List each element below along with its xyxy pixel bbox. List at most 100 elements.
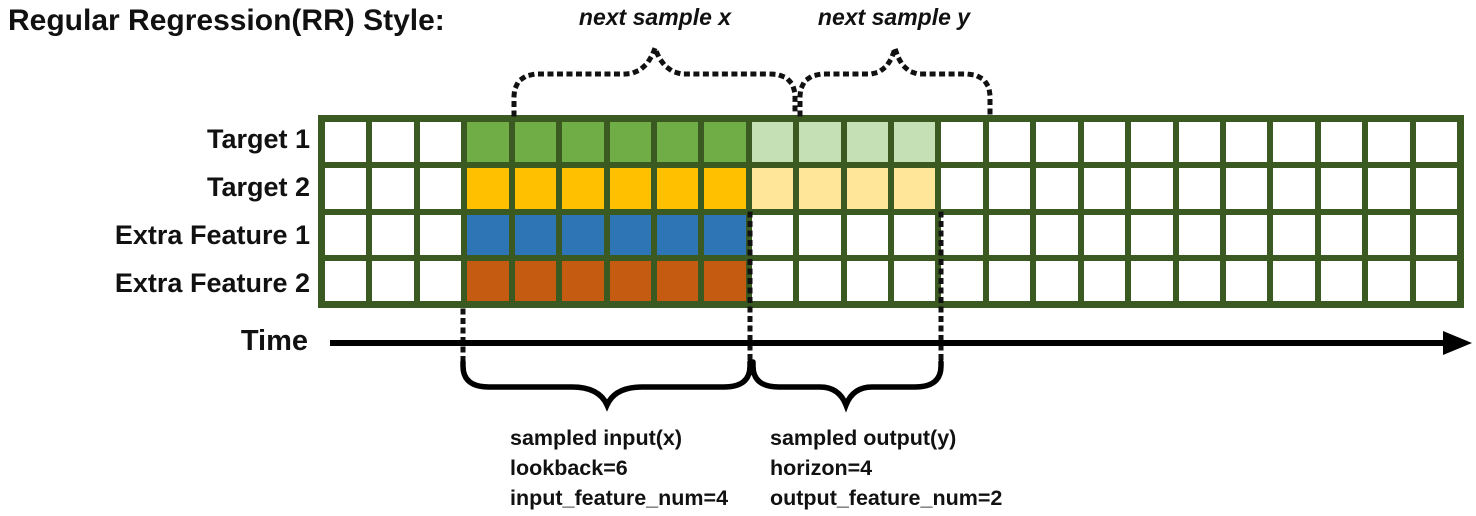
grid-cell <box>467 168 509 209</box>
grid-cell <box>1083 214 1126 255</box>
sampled-output-title: sampled output(y) <box>770 426 957 450</box>
input-feature-num-value: input_feature_num=4 <box>510 486 729 510</box>
grid-cell <box>1320 260 1363 301</box>
grid-cell <box>799 122 841 163</box>
grid-cell <box>1036 260 1078 301</box>
grid-cell <box>562 214 604 255</box>
grid-cell <box>467 214 509 255</box>
horizon-value: horizon=4 <box>770 456 873 480</box>
grid-cell <box>1415 122 1457 163</box>
sampled-output-brace <box>750 359 944 413</box>
grid-cell <box>894 122 936 163</box>
grid-cell <box>325 122 367 163</box>
row-labels: Target 1 Target 2 Extra Feature 1 Extra … <box>0 115 310 308</box>
grid-cell <box>372 260 414 301</box>
sampled-output-annotation: sampled output(y) horizon=4 output_featu… <box>770 423 1002 513</box>
grid-cell <box>325 260 367 301</box>
grid-cell <box>1368 214 1410 255</box>
grid-cell <box>988 214 1031 255</box>
grid-cell <box>419 122 462 163</box>
row-label-extra-feature-2: Extra Feature 2 <box>114 268 310 299</box>
grid-cell <box>1225 214 1268 255</box>
grid-cell <box>514 214 557 255</box>
grid-cell <box>419 214 462 255</box>
grid-cell <box>704 168 746 209</box>
grid-cell <box>514 168 557 209</box>
grid-cell <box>372 122 414 163</box>
grid-cell <box>1273 260 1315 301</box>
grid-cell <box>751 122 794 163</box>
grid-cell <box>894 168 936 209</box>
grid-cell <box>1320 168 1363 209</box>
grid-cell <box>372 214 414 255</box>
grid-cell <box>562 168 604 209</box>
grid-cell <box>1036 214 1078 255</box>
row-label-target-2: Target 2 <box>206 171 310 202</box>
grid-cell <box>1178 214 1220 255</box>
grid-cell <box>514 122 557 163</box>
grid-cell <box>988 168 1031 209</box>
time-axis-label: Time <box>240 325 308 358</box>
grid-cell <box>372 168 414 209</box>
grid-cell <box>894 214 936 255</box>
grid-cell <box>1320 214 1363 255</box>
grid-cell <box>419 168 462 209</box>
grid-cell <box>562 122 604 163</box>
grid-cell <box>1368 122 1410 163</box>
next-sample-y-brace <box>797 38 993 117</box>
grid-cell <box>1368 168 1410 209</box>
grid-cell <box>609 260 651 301</box>
grid-cell <box>609 214 651 255</box>
grid-cell <box>1178 260 1220 301</box>
grid-cell <box>799 260 841 301</box>
grid-cell <box>1415 168 1457 209</box>
grid-cell <box>514 260 557 301</box>
diagram-title: Regular Regression(RR) Style: <box>8 4 445 37</box>
grid-cell <box>988 122 1031 163</box>
grid-cell <box>419 260 462 301</box>
grid-cell <box>846 122 888 163</box>
grid-cell <box>325 214 367 255</box>
time-series-grid <box>318 115 1464 308</box>
next-sample-x-brace <box>511 40 798 117</box>
grid-cell <box>1178 168 1220 209</box>
row-label-extra-feature-1: Extra Feature 1 <box>114 220 310 251</box>
grid-cell <box>1178 122 1220 163</box>
grid-cell <box>894 260 936 301</box>
grid-cell <box>1415 260 1457 301</box>
grid-cell <box>1320 122 1363 163</box>
grid-cell <box>1036 122 1078 163</box>
grid-cell <box>846 168 888 209</box>
grid-cell <box>1273 168 1315 209</box>
grid-cell <box>467 260 509 301</box>
row-label-target-1: Target 1 <box>206 123 310 154</box>
sampled-input-title: sampled input(x) <box>510 426 683 450</box>
grid-cell <box>562 260 604 301</box>
grid-cell <box>941 168 983 209</box>
grid-cell <box>1368 260 1410 301</box>
grid-cell <box>1083 122 1126 163</box>
grid-cell <box>1225 168 1268 209</box>
grid-cell <box>1083 168 1126 209</box>
grid-cell <box>1415 214 1457 255</box>
grid-cell <box>941 214 983 255</box>
time-axis-arrowhead <box>1443 331 1472 355</box>
grid-cell <box>799 168 841 209</box>
grid-cell <box>988 260 1031 301</box>
next-sample-x-label: next sample x <box>578 4 732 30</box>
grid-cell <box>751 260 794 301</box>
output-feature-num-value: output_feature_num=2 <box>770 486 1003 510</box>
grid-cell <box>1131 168 1173 209</box>
grid-cell <box>325 168 367 209</box>
grid-cell <box>1131 122 1173 163</box>
grid-cell <box>751 168 794 209</box>
grid-cell <box>1273 214 1315 255</box>
grid-cell <box>1273 122 1315 163</box>
grid-cell <box>846 260 888 301</box>
lookback-value: lookback=6 <box>510 456 628 480</box>
sampled-input-annotation: sampled input(x) lookback=6 input_featur… <box>510 423 728 513</box>
grid-cell <box>1036 168 1078 209</box>
grid-cell <box>1225 260 1268 301</box>
grid-cell <box>751 214 794 255</box>
